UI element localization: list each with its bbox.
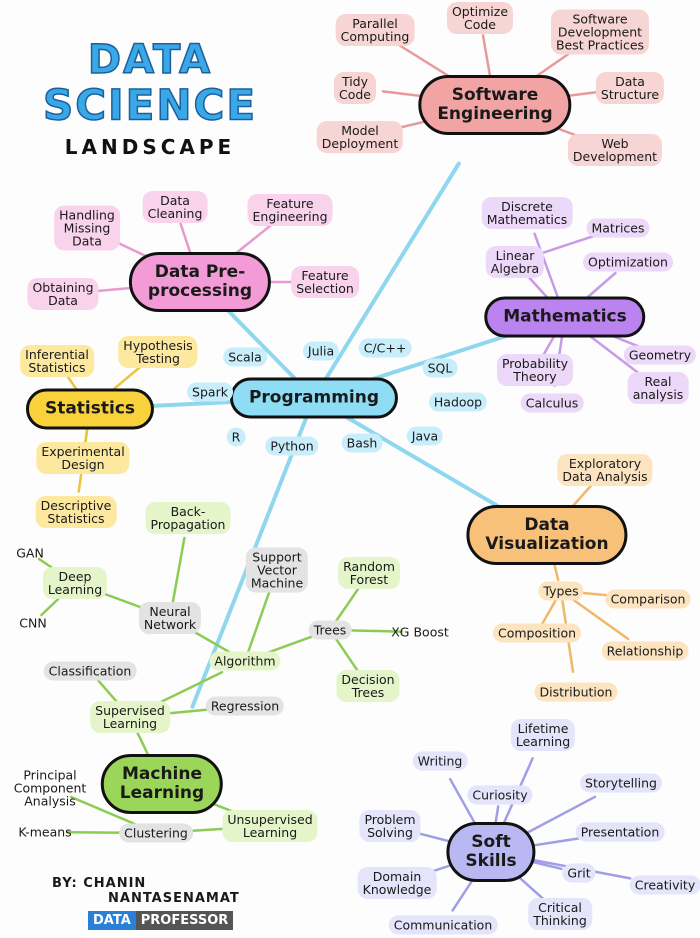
hub-node-programming: Programming [229, 377, 399, 419]
topic-node-geometry: Geometry [623, 345, 697, 365]
topic-node-feature-selection: Feature Selection [291, 266, 359, 298]
topic-node-c-c: C/C++ [358, 338, 412, 358]
topic-node-cnn: CNN [19, 615, 47, 631]
topic-node-communication: Communication [388, 915, 498, 935]
arrow-ml11-ml5 [243, 586, 272, 663]
topic-node-storytelling: Storytelling [580, 773, 662, 793]
hub-node-statistics: Statistics [25, 388, 155, 430]
hub-node-mathematics: Mathematics [484, 296, 646, 338]
topic-node-web-development: Web Development [567, 134, 663, 166]
hub-node-software-engineering: Software Engineering [418, 75, 572, 135]
topic-node-hypothesis-testing: Hypothesis Testing [118, 336, 198, 368]
topic-node-grit: Grit [562, 863, 596, 883]
topic-node-real-analysis: Real analysis [627, 372, 689, 404]
topic-node-matrices: Matrices [586, 218, 650, 238]
topic-node-random-forest: Random Forest [338, 557, 400, 589]
hub-node-data-pre-processing: Data Pre- processing [128, 252, 272, 312]
topic-node-inferential-statistics: Inferential Statistics [20, 345, 94, 377]
topic-node-comparison: Comparison [605, 589, 691, 609]
topic-node-presentation: Presentation [575, 822, 665, 842]
title-line-2: SCIENCE [42, 80, 258, 131]
topic-node-julia: Julia [302, 341, 340, 361]
data-professor-logo: DATA PROFESSOR [88, 911, 234, 930]
topic-node-neural-network: Neural Network [138, 602, 202, 634]
topic-node-feature-engineering: Feature Engineering [247, 194, 333, 226]
topic-node-software-development-best-practices: Software Development Best Practices [550, 9, 650, 55]
topic-node-spark: Spark [187, 382, 233, 402]
topic-node-optimize-code: Optimize Code [446, 2, 514, 34]
title-line-3: LANDSCAPE [64, 135, 236, 159]
topic-node-bash: Bash [341, 433, 383, 453]
topic-node-principal-component-analysis: Principal Component Analysis [13, 767, 87, 809]
topic-node-scala: Scala [223, 347, 267, 367]
topic-node-types: Types [538, 581, 584, 601]
topic-node-discrete-mathematics: Discrete Mathematics [481, 197, 573, 229]
topic-node-lifetime-learning: Lifetime Learning [510, 719, 576, 751]
topic-node-k-means: K-means [18, 824, 72, 840]
topic-node-composition: Composition [492, 623, 582, 643]
topic-node-handling-missing-data: Handling Missing Data [54, 205, 120, 251]
topic-node-unsupervised-learning: Unsupervised Learning [222, 810, 318, 842]
topic-node-decision-trees: Decision Trees [336, 670, 400, 702]
logo-data: DATA [88, 911, 136, 930]
topic-node-exploratory-data-analysis: Exploratory Data Analysis [557, 454, 653, 486]
topic-node-python: Python [265, 436, 319, 456]
topic-node-hadoop: Hadoop [428, 392, 488, 412]
topic-node-xg-boost: XG Boost [391, 624, 449, 640]
hub-node-data-visualization: Data Visualization [466, 505, 628, 565]
credit-author-surname: NANTASENAMAT [108, 891, 240, 906]
topic-node-algorithm: Algorithm [209, 651, 281, 671]
topic-node-descriptive-statistics: Descriptive Statistics [35, 496, 117, 528]
topic-node-deep-learning: Deep Learning [42, 567, 108, 599]
topic-node-trees: Trees [308, 620, 352, 640]
arrow-pr-se [312, 161, 461, 400]
topic-node-obtaining-data: Obtaining Data [27, 278, 99, 310]
title-line-1: DATA [87, 36, 213, 84]
topic-node-curiosity: Curiosity [467, 785, 533, 805]
topic-node-tidy-code: Tidy Code [333, 72, 377, 104]
topic-node-experimental-design: Experimental Design [36, 442, 130, 474]
topic-node-java: Java [406, 426, 444, 446]
topic-node-creativity: Creativity [629, 875, 700, 895]
topic-node-support-vector-machine: Support Vector Machine [245, 547, 309, 593]
topic-node-distribution: Distribution [534, 682, 618, 702]
topic-node-classification: Classification [43, 661, 137, 681]
credit-author: BY: CHANIN [52, 876, 147, 891]
topic-node-optimization: Optimization [583, 252, 673, 272]
topic-node-data-structure: Data Structure [595, 72, 665, 104]
topic-node-regression: Regression [205, 696, 285, 716]
topic-node-linear-algebra: Linear Algebra [485, 246, 545, 278]
topic-node-r: R [226, 427, 246, 447]
topic-node-parallel-computing: Parallel Computing [335, 14, 415, 46]
topic-node-gan: GAN [16, 545, 44, 561]
topic-node-calculus: Calculus [520, 393, 584, 413]
topic-node-model-deployment: Model Deployment [316, 121, 404, 153]
topic-node-data-cleaning: Data Cleaning [142, 191, 208, 223]
topic-node-clustering: Clustering [119, 823, 193, 843]
topic-node-problem-solving: Problem Solving [359, 810, 421, 842]
hub-node-soft-skills: Soft Skills [446, 822, 536, 882]
topic-node-writing: Writing [412, 751, 468, 771]
topic-node-sql: SQL [422, 358, 458, 378]
topic-node-supervised-learning: Supervised Learning [90, 701, 170, 733]
logo-professor: PROFESSOR [135, 911, 234, 930]
topic-node-back-propagation: Back- Propagation [145, 502, 231, 534]
topic-node-probability-theory: Probability Theory [496, 354, 574, 386]
hub-node-machine-learning: Machine Learning [100, 754, 224, 814]
topic-node-relationship: Relationship [601, 641, 689, 661]
topic-node-critical-thinking: Critical Thinking [528, 898, 592, 930]
topic-node-domain-knowledge: Domain Knowledge [357, 867, 437, 899]
